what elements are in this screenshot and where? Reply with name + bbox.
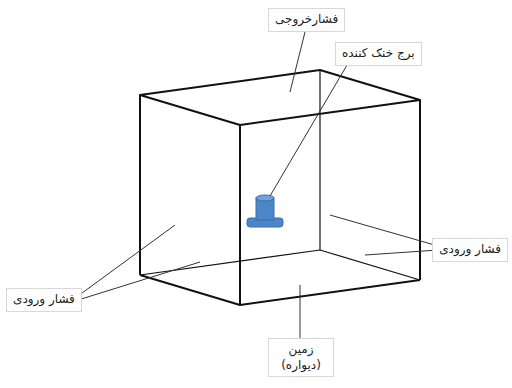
domain-box — [140, 70, 420, 305]
inlet-pressure-label: فشار ورودی — [6, 288, 82, 312]
outlet-pressure-label: فشارخروجی — [268, 8, 345, 32]
ground-wall-label: زمین (دیواره) — [268, 338, 334, 377]
cooling-tower — [247, 195, 283, 227]
inlet-pressure-label: فشار ورودی — [432, 238, 508, 262]
hidden-edges — [140, 70, 420, 280]
top-face — [140, 70, 420, 125]
leader-lines — [78, 32, 438, 338]
cooling-tower-label: برج خنک کننده — [335, 42, 422, 66]
